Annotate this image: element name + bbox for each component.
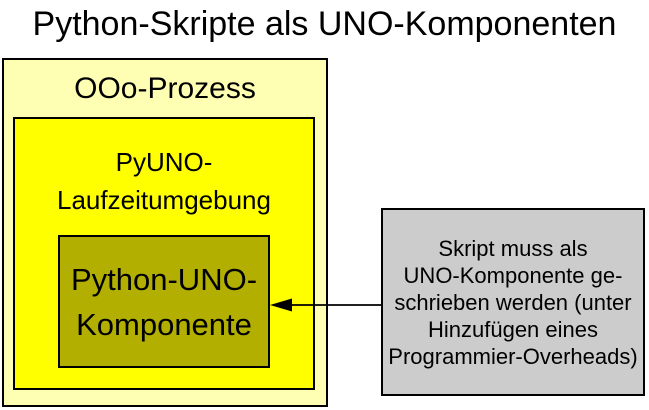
ooo-process-label: OOo-Prozess — [74, 72, 256, 105]
python-uno-component-box: Python-UNO- Komponente — [58, 235, 270, 368]
note-line: schrieben werden (unter — [394, 289, 632, 315]
python-uno-component-label-line2: Komponente — [76, 306, 252, 342]
pyuno-runtime-label: PyUNO- Laufzeitumgebung — [15, 143, 313, 219]
note-line: UNO-Komponente ge- — [403, 262, 623, 288]
pyuno-runtime-label-line1: PyUNO- — [115, 147, 213, 177]
ooo-process-box: OOo-Prozess PyUNO- Laufzeitumgebung Pyth… — [2, 58, 328, 407]
python-uno-component-label-line1: Python-UNO- — [70, 261, 258, 297]
note-line: Hinzufügen eines — [427, 316, 598, 342]
left-arrow-icon — [270, 298, 382, 312]
note-line: Skript muss als — [438, 235, 588, 261]
annotation-note-box: Skript muss als UNO-Komponente ge- schri… — [381, 208, 645, 396]
pyuno-runtime-label-line2: Laufzeitumgebung — [57, 185, 271, 215]
pyuno-runtime-box: PyUNO- Laufzeitumgebung Python-UNO- Komp… — [13, 117, 315, 390]
note-line: Programmier-Overheads) — [388, 343, 638, 369]
page-title: Python-Skripte als UNO-Komponenten — [32, 5, 617, 43]
